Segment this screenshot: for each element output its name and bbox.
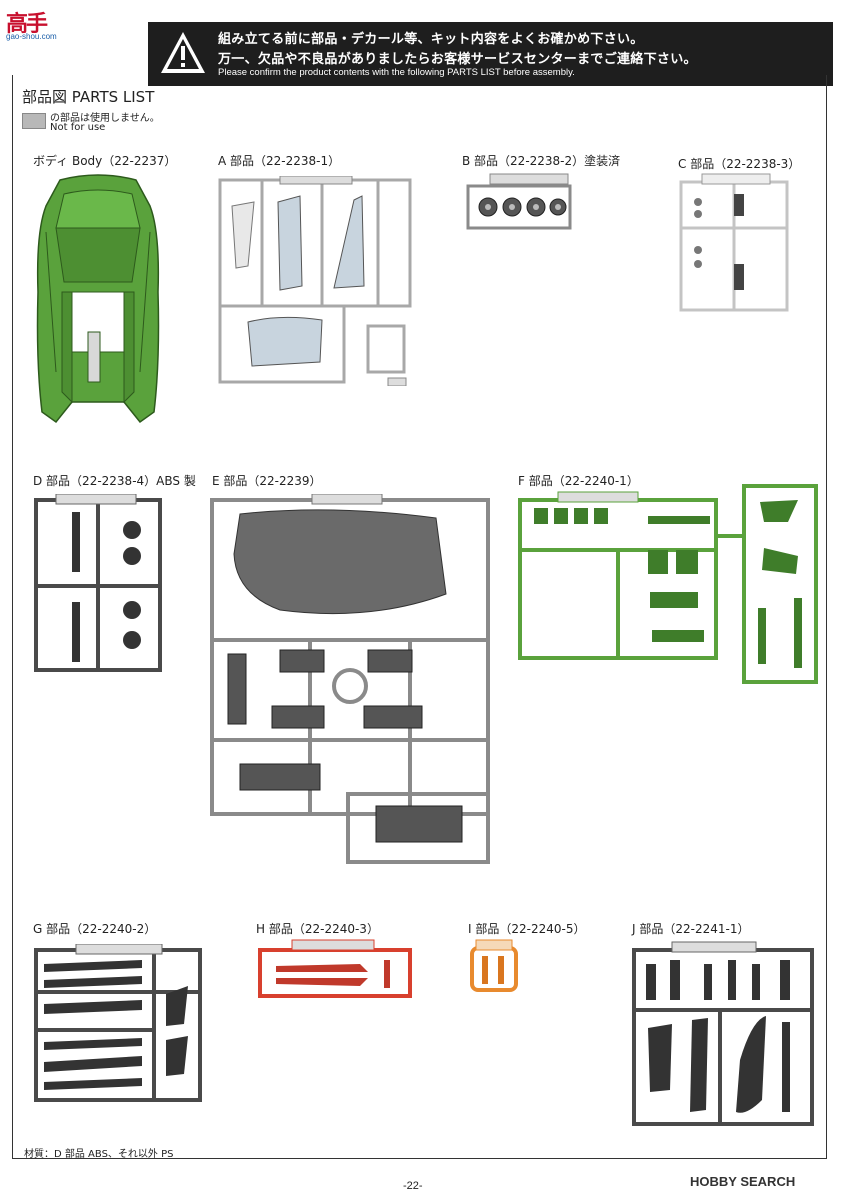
legend-swatch	[22, 113, 46, 129]
banner-line-1: 組み立てる前に部品・デカール等、キット内容をよくお確かめ下さい。	[218, 32, 644, 47]
sprue-f	[518, 480, 820, 686]
page-title: 部品図 PARTS LIST	[22, 88, 155, 106]
label-i: I 部品（22-2240-5）	[468, 922, 586, 936]
banner-line-2: 万一、欠品や不良品がありましたらお客様サービスセンターまでご連絡下さい。	[218, 52, 697, 67]
site-logo-url: gao-shou.com	[6, 32, 57, 41]
sprue-j	[632, 940, 814, 1128]
label-a: A 部品（22-2238-1）	[218, 154, 341, 168]
banner-line-3: Please confirm the product contents with…	[218, 67, 575, 78]
label-d: D 部品（22-2238-4）ABS 製	[33, 474, 196, 488]
label-c: C 部品（22-2238-3）	[678, 157, 801, 171]
page-number: -22-	[403, 1180, 423, 1192]
warning-banner: 組み立てる前に部品・デカール等、キット内容をよくお確かめ下さい。 万一、欠品や不…	[148, 22, 833, 86]
site-logo: 高手 gao-shou.com	[4, 6, 76, 42]
sprue-e	[210, 494, 490, 866]
watermark: HOBBY SEARCH	[690, 1174, 796, 1189]
sprue-h	[256, 938, 414, 1000]
label-h: H 部品（22-2240-3）	[256, 922, 379, 936]
label-body: ボディ Body（22-2237）	[33, 154, 177, 168]
sprue-a	[218, 176, 412, 386]
label-f: F 部品（22-2240-1）	[518, 474, 639, 488]
label-j: J 部品（22-2241-1）	[632, 922, 750, 936]
legend-text-jp: の部品は使用しません。	[50, 113, 160, 124]
sprue-d	[34, 494, 162, 672]
sprue-g	[34, 944, 202, 1102]
label-e: E 部品（22-2239）	[212, 474, 322, 488]
label-b: B 部品（22-2238-2）塗装済	[462, 154, 621, 168]
body-part-image	[32, 172, 164, 426]
warning-icon	[161, 32, 205, 73]
sprue-b	[464, 172, 574, 232]
label-g: G 部品（22-2240-2）	[33, 922, 157, 936]
site-logo-kanji: 高手	[6, 12, 48, 37]
sprue-c	[678, 172, 790, 314]
page-frame	[12, 75, 827, 1159]
legend-text-en: Not for use	[50, 122, 106, 133]
sprue-i	[468, 938, 520, 994]
material-note: 材質：D 部品 ABS、それ以外 PS	[24, 1149, 174, 1160]
